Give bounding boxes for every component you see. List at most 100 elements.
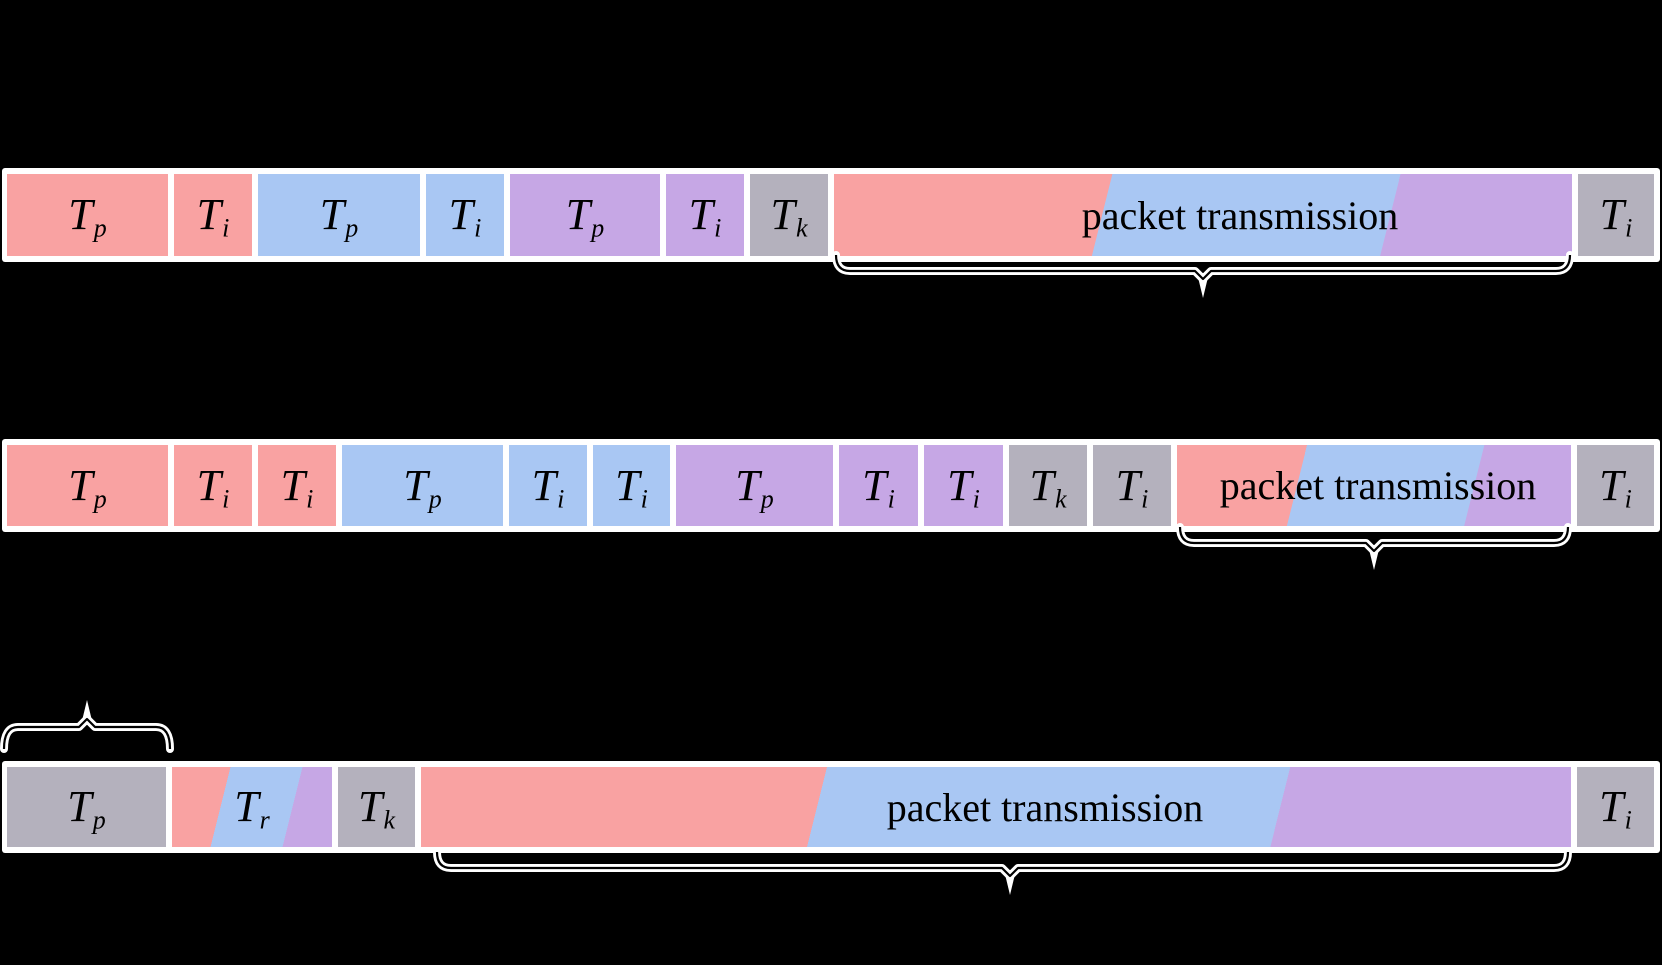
brace-tip-pointer xyxy=(1004,870,1016,895)
segment-label-Ti: Ti xyxy=(1599,782,1632,833)
label-base: T xyxy=(67,782,92,831)
label-base: T xyxy=(770,190,795,239)
brace-tip-pointer xyxy=(1197,273,1209,298)
segment-label-Tp: Tp xyxy=(67,782,105,833)
label-base: T xyxy=(1115,460,1141,510)
label-subscript: i xyxy=(972,483,980,513)
label-base: T xyxy=(280,460,306,510)
label-subscript: p xyxy=(93,483,107,513)
label-subscript: p xyxy=(345,213,359,243)
segment-Tp: Tp xyxy=(510,174,660,256)
label-base: T xyxy=(688,190,714,239)
label-subscript: i xyxy=(222,483,230,513)
segment-label-Tp: Tp xyxy=(403,460,441,511)
label-base: T xyxy=(196,460,222,510)
segment-Ti: Ti xyxy=(839,445,918,526)
segment-label-Tp: Tp xyxy=(68,460,106,511)
label-base: T xyxy=(68,460,93,510)
label-base: T xyxy=(1599,782,1624,831)
label-base: T xyxy=(862,460,887,510)
label-subscript: i xyxy=(640,483,648,513)
segment-label-Ti: Ti xyxy=(196,460,230,511)
segment-label-Ti: Ti xyxy=(947,460,980,511)
label-subscript: p xyxy=(760,483,774,513)
label-subscript: i xyxy=(1624,483,1632,513)
segment-Ti: Ti xyxy=(593,445,670,526)
brace-tip-pointer xyxy=(81,700,93,725)
segment-label-Ti: Ti xyxy=(531,460,565,511)
label-subscript: k xyxy=(383,805,396,835)
brace-row2-packet xyxy=(1176,523,1572,570)
segment-label-Ti: Ti xyxy=(1115,460,1149,511)
label-subscript: i xyxy=(1624,805,1632,835)
segment-Ti: Ti xyxy=(426,174,504,256)
segment-packet-transmission: packet transmission xyxy=(834,174,1572,256)
segment-Tk: Tk xyxy=(1009,445,1087,526)
segment-label-Ti: Ti xyxy=(615,463,648,511)
segment-label-Ti: Ti xyxy=(449,193,482,241)
label-subscript: p xyxy=(428,483,442,513)
segment-Tp: Tp xyxy=(258,174,420,256)
label-base: T xyxy=(1599,190,1625,239)
segment-label-Tk: Tk xyxy=(1029,460,1066,511)
segment-label-Tk: Tk xyxy=(357,782,395,833)
label-subscript: p xyxy=(591,213,605,243)
segment-Tp: Tp xyxy=(676,445,833,526)
label-subscript: k xyxy=(795,213,808,243)
packet-transmission-label: packet transmission xyxy=(1219,463,1537,508)
segment-label-Ti: Ti xyxy=(688,190,722,241)
segment-Tk: Tk xyxy=(750,174,828,256)
label-subscript: p xyxy=(92,805,106,835)
segment-label-Ti: Ti xyxy=(1599,190,1633,241)
segment-label-Ti: Ti xyxy=(196,190,230,241)
segment-Tp: Tp xyxy=(7,767,166,847)
label-base: T xyxy=(357,782,383,831)
label-base: T xyxy=(234,782,259,831)
label-base: T xyxy=(565,190,591,239)
packet-transmission-label: packet transmission xyxy=(1081,192,1399,238)
label-subscript: i xyxy=(306,483,314,513)
label-subscript: i xyxy=(1625,213,1633,243)
segment-packet-transmission: packet transmission xyxy=(421,767,1571,847)
segment-Tp: Tp xyxy=(342,445,503,526)
label-base: T xyxy=(947,460,972,510)
label-base: T xyxy=(68,190,93,239)
segment-label-Tp: Tp xyxy=(68,190,106,241)
segment-Ti: Ti xyxy=(1578,174,1654,256)
segment-Tr-mixed: Tr xyxy=(172,767,332,847)
segment-packet-transmission: packet transmission xyxy=(1177,445,1571,526)
label-base: T xyxy=(1599,460,1624,510)
segment-Ti: Ti xyxy=(1577,445,1654,526)
segment-Ti: Ti xyxy=(1577,767,1654,847)
brace-row3-packet xyxy=(433,848,1572,895)
label-base: T xyxy=(735,460,760,510)
segment-Ti: Ti xyxy=(509,445,587,526)
segment-label-Tp: Tp xyxy=(735,460,773,511)
segment-label-Tk: Tk xyxy=(770,190,807,241)
label-base: T xyxy=(403,460,428,510)
label-subscript: i xyxy=(474,213,482,243)
label-subscript: i xyxy=(557,483,565,513)
segment-Ti: Ti xyxy=(258,445,336,526)
label-base: T xyxy=(196,190,222,239)
label-base: T xyxy=(319,190,345,239)
brace-tip-pointer xyxy=(1368,545,1380,570)
segment-Tp: Tp xyxy=(7,174,168,256)
segment-Ti: Ti xyxy=(174,445,252,526)
packet-transmission-label: packet transmission xyxy=(886,784,1204,830)
label-subscript: i xyxy=(714,213,722,243)
segment-Tp: Tp xyxy=(7,445,168,526)
label-subscript: r xyxy=(259,805,270,835)
label-subscript: i xyxy=(887,483,895,513)
segment-label-Ti: Ti xyxy=(862,460,895,511)
label-base: T xyxy=(1029,460,1054,510)
segment-label-Ti: Ti xyxy=(1599,460,1632,511)
label-base: T xyxy=(531,460,557,510)
segment-label-Tp: Tp xyxy=(565,190,604,241)
segment-Ti: Ti xyxy=(1093,445,1171,526)
brace-row3-preamble xyxy=(0,700,174,753)
